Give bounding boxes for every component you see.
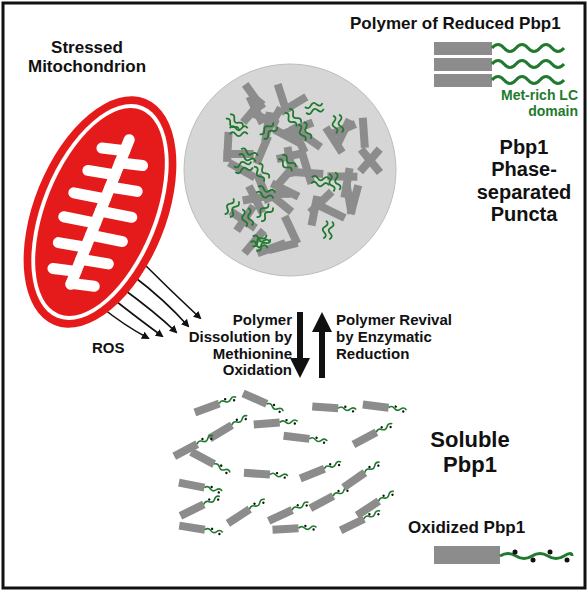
annotation-label: Oxidized Pbp1 (408, 518, 558, 537)
equilibrium-arrows (290, 312, 332, 378)
annotation-label: Polymer of Reduced Pbp1 (350, 14, 580, 33)
reduced-polymer-icon (434, 42, 564, 87)
mitochondrion-node: Stressed Mitochondrion (8, 36, 208, 336)
annotation-label: ROS (92, 340, 142, 357)
annotation-label: Polymer Revival by Enzymatic Reduction (336, 312, 460, 362)
soluble-pbp1-scatter (172, 390, 407, 537)
annotation-label: Soluble Pbp1 (410, 428, 530, 477)
node-heading: Pbp1 Phase-separated Puncta (472, 136, 576, 226)
mitochondrion-shape (8, 36, 208, 336)
frame (3, 3, 585, 588)
oxidized-pbp1-icon (434, 546, 572, 564)
annotation-label: Polymer Dissolution by Methionine Oxidat… (160, 312, 292, 379)
annotation-label: Met-rich LC domain (478, 88, 578, 119)
node-heading: Stressed Mitochondrion (22, 38, 152, 76)
